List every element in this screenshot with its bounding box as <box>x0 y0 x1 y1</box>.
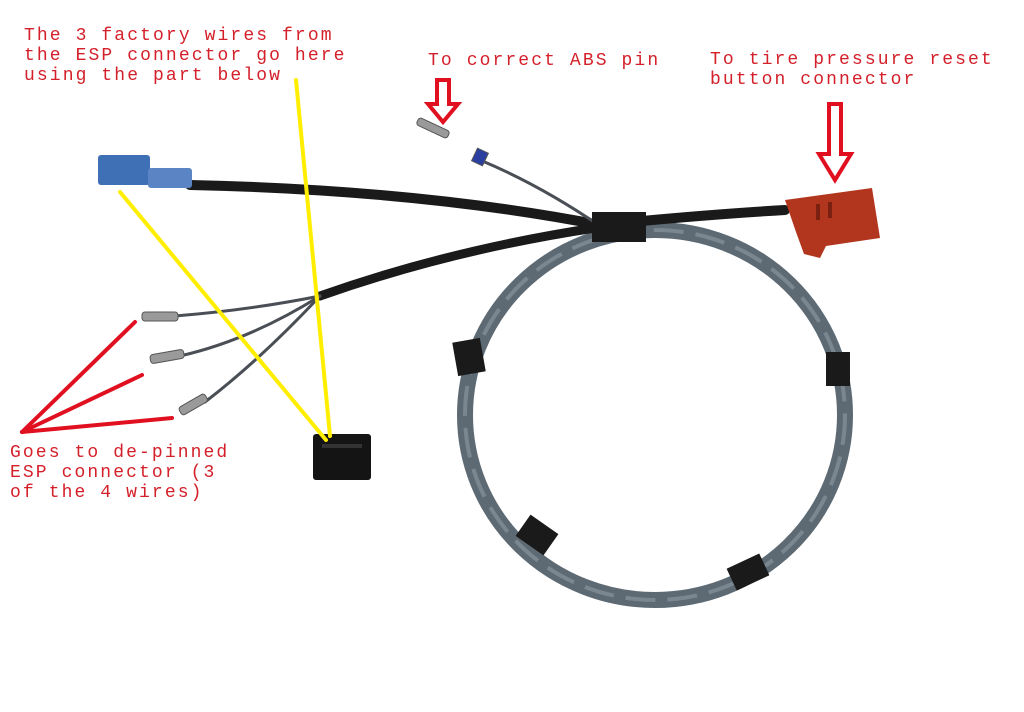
label-esp-connector: Goes to de-pinned ESP connector (3 of th… <box>10 443 242 503</box>
wire-terminals <box>141 117 490 416</box>
down-arrow-icon <box>815 102 855 184</box>
blue-connector <box>98 155 192 188</box>
down-arrow-icon <box>423 78 463 126</box>
label-abs-pin: To correct ABS pin <box>428 51 660 71</box>
label-factory-wires: The 3 factory wires from the ESP connect… <box>24 26 359 86</box>
yellow-pointer-lines <box>118 78 332 442</box>
wire-loop <box>452 222 853 608</box>
red-pointer-lines <box>20 320 174 434</box>
red-connector <box>785 188 880 258</box>
black-connector-part <box>313 434 371 480</box>
label-tire-pressure: To tire pressure reset button connector <box>710 50 1007 90</box>
